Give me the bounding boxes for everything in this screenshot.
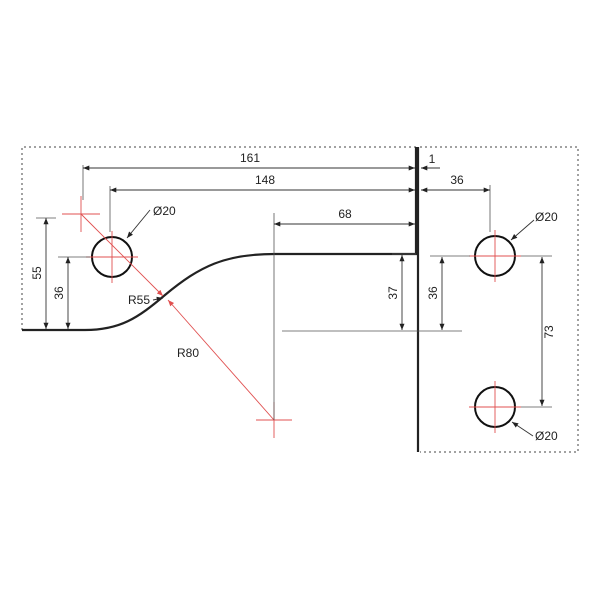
dim-36-left-label: 36 (52, 286, 66, 300)
dim-55-label: 55 (30, 266, 44, 280)
dim-148-label: 148 (255, 173, 275, 187)
dia-right-bottom-label: Ø20 (535, 429, 558, 443)
r80-radius-line (167, 299, 275, 421)
leader-dia-right-top (510, 219, 535, 241)
dim-161-label: 161 (240, 151, 260, 165)
leader-r55 (152, 296, 164, 302)
dia-left-label: Ø20 (153, 204, 176, 218)
part-profile (22, 147, 418, 332)
r80-label: R80 (177, 346, 199, 360)
dim-68-label: 68 (338, 207, 352, 221)
r55-radius-line (80, 213, 164, 297)
dim-36-right-label: 36 (450, 173, 464, 187)
leader-dia-right-bottom (511, 421, 534, 437)
dia-right-top-label: Ø20 (535, 210, 558, 224)
dim-73-label: 73 (542, 325, 556, 339)
r55-label: R55 (128, 293, 150, 307)
left-panel-border (21, 146, 416, 330)
dim-37-label: 37 (386, 286, 400, 300)
dim-36-mid-label: 36 (426, 286, 440, 300)
right-panel-border (420, 146, 579, 453)
leader-dia-left (126, 209, 151, 239)
dim-1-label: 1 (429, 152, 436, 166)
